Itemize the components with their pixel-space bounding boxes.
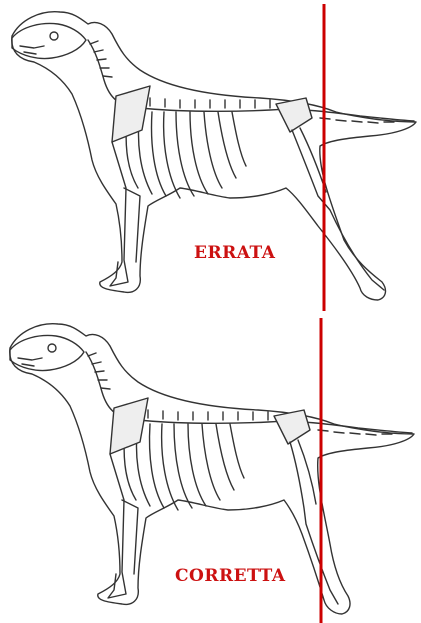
label-errata: ERRATA [194,243,275,263]
dog-skeleton-illustration-incorrect [0,0,421,311]
panel-correct: CORRETTA [0,312,421,623]
panel-incorrect: ERRATA [0,0,421,311]
label-corretta: CORRETTA [175,566,286,586]
